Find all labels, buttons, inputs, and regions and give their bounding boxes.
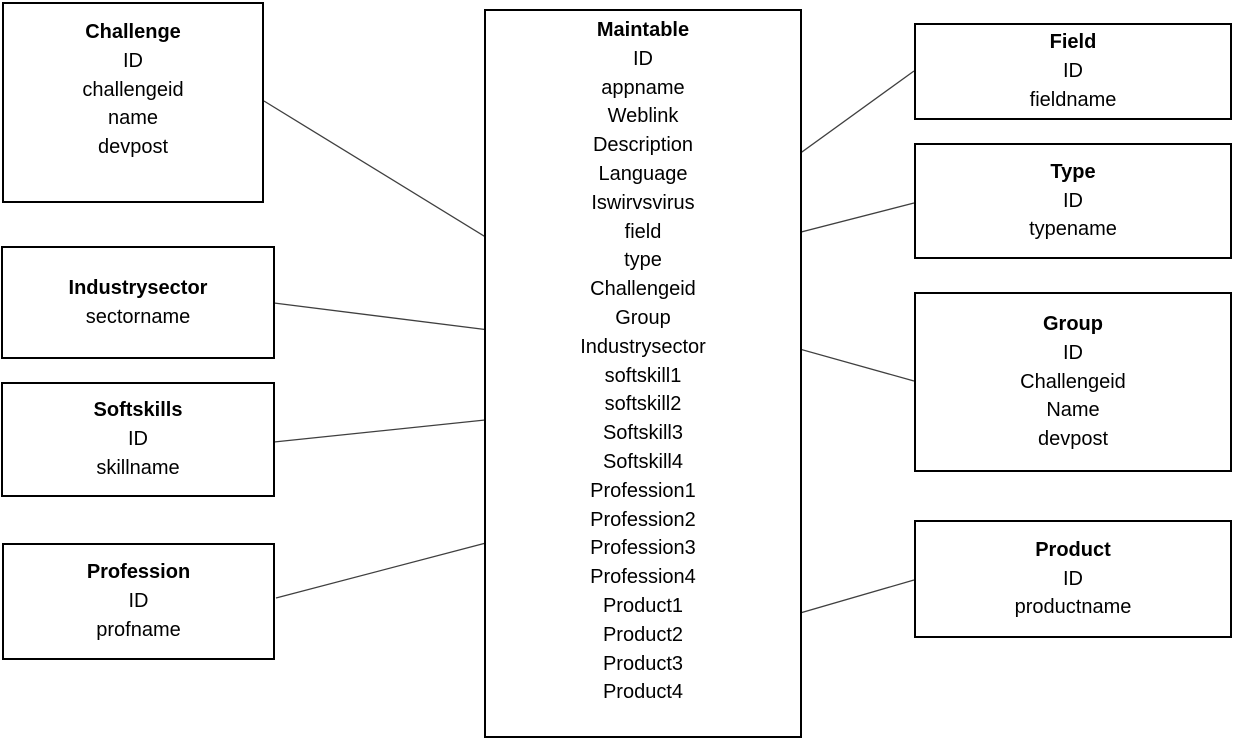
- table-challenge: Challenge ID challengeid name devpost: [2, 2, 264, 203]
- table-field-row: Product3: [602, 652, 684, 675]
- table-industrysector: Industrysector sectorname: [1, 246, 275, 359]
- table-field-row: Softskill4: [602, 450, 683, 473]
- table-field-list-type: ID typename: [1029, 187, 1117, 245]
- table-type: Type ID typename: [914, 143, 1232, 259]
- table-field-row: Product1: [602, 594, 684, 617]
- table-field-row: Challengeid: [590, 278, 696, 301]
- table-field-row: Language: [598, 162, 688, 185]
- table-field-row: Industrysector: [580, 335, 706, 358]
- table-field-row: Weblink: [607, 105, 679, 128]
- table-field-row: Softskill3: [602, 422, 683, 445]
- table-field-row: Iswirvsvirus: [591, 191, 695, 214]
- table-title-industrysector: Industrysector: [68, 276, 208, 299]
- table-title-softskills: Softskills: [93, 399, 183, 422]
- table-field-row: appname: [601, 76, 685, 99]
- table-field-row: typename: [1029, 218, 1117, 241]
- table-field-row: Name: [1046, 399, 1100, 422]
- table-profession: Profession ID profname: [2, 543, 275, 660]
- table-field-row: softskill2: [604, 393, 682, 416]
- table-field-row: ID: [1063, 189, 1083, 212]
- table-field-list-industrysector: sectorname: [86, 303, 191, 332]
- table-field-row: ID: [122, 49, 143, 72]
- table-field-row: Description: [592, 134, 694, 157]
- table-field-row: productname: [1014, 596, 1132, 619]
- table-field-row: Challengeid: [1020, 370, 1126, 393]
- table-field-row: Group: [615, 306, 671, 329]
- table-field-row: fieldname: [1029, 88, 1117, 111]
- table-field-row: Profession4: [590, 566, 696, 589]
- table-field-list-field: ID fieldname: [1030, 57, 1117, 115]
- table-field-row: sectorname: [85, 305, 191, 328]
- table-field-row: ID: [1063, 567, 1083, 590]
- table-field-row: type: [624, 249, 662, 272]
- table-title-maintable: Maintable: [596, 19, 690, 41]
- table-field-list-softskills: ID skillname: [96, 425, 179, 483]
- table-field-row: Product2: [602, 623, 684, 646]
- table-field-row: Profession1: [590, 479, 696, 502]
- table-field-list-profession: ID profname: [96, 587, 181, 645]
- table-title-challenge: Challenge: [85, 21, 181, 43]
- table-field-row: ID: [1063, 60, 1083, 83]
- table-field-row: profname: [96, 618, 181, 641]
- table-field-list-product: ID productname: [1015, 565, 1132, 623]
- table-field-row: ID: [1062, 341, 1083, 364]
- table-title-type: Type: [1050, 160, 1096, 183]
- table-product: Product ID productname: [914, 520, 1232, 638]
- table-field-row: devpost: [97, 136, 169, 159]
- table-title-field: Field: [1049, 31, 1097, 54]
- table-field-row: ID: [127, 428, 148, 451]
- table-field-row: skillname: [96, 456, 180, 479]
- table-field-row: ID: [632, 47, 653, 70]
- table-softskills: Softskills ID skillname: [1, 382, 275, 497]
- table-field-list-challenge: ID challengeid name devpost: [82, 47, 183, 162]
- table-field-row: Product4: [602, 681, 684, 704]
- table-field-row: ID: [128, 590, 149, 613]
- table-field-row: challengeid: [82, 78, 184, 101]
- table-title-profession: Profession: [86, 561, 191, 584]
- table-field-row: field: [624, 220, 662, 243]
- table-field-row: devpost: [1037, 428, 1109, 451]
- table-title-product: Product: [1035, 538, 1111, 561]
- table-field-row: Profession3: [590, 537, 696, 560]
- table-field-row: softskill1: [604, 364, 682, 387]
- table-title-group: Group: [1043, 313, 1103, 335]
- table-field: Field ID fieldname: [914, 23, 1232, 120]
- table-field-row: Profession2: [590, 508, 696, 531]
- table-field-row: name: [107, 107, 158, 130]
